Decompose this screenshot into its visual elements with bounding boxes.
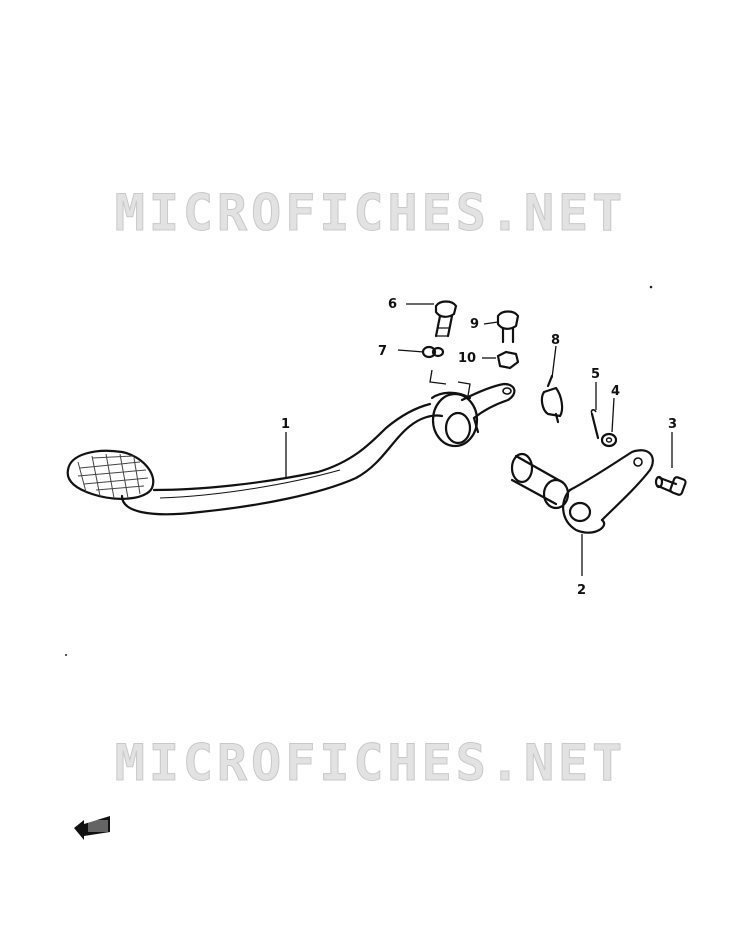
cotter-pin-icon <box>590 409 600 440</box>
callout-3: 3 <box>668 417 677 432</box>
callout-10: 10 <box>458 351 476 366</box>
pedal-bolt-icon <box>434 300 458 338</box>
callout-7: 7 <box>378 344 387 359</box>
brake-pedal-icon <box>66 382 516 516</box>
pedal-washer-icon <box>421 345 445 359</box>
washer-icon <box>600 432 618 448</box>
clip-icon <box>540 374 564 424</box>
callout-8: 8 <box>551 333 560 348</box>
front-arrow-icon <box>74 816 110 840</box>
callout-4: 4 <box>611 384 620 399</box>
watermark-top: MICROFICHES.NET <box>114 184 627 242</box>
callout-9: 9 <box>470 317 479 332</box>
adjust-bolt-icon <box>496 310 520 344</box>
arm-bolt-icon <box>654 475 687 496</box>
leader-lines <box>285 303 673 576</box>
assembly-bracket <box>429 369 471 397</box>
callout-2: 2 <box>577 583 586 598</box>
adjust-nut-icon <box>496 350 520 370</box>
callout-6: 6 <box>388 297 397 312</box>
watermark-bottom: MICROFICHES.NET <box>114 734 627 792</box>
callout-5: 5 <box>591 367 600 382</box>
pedal-shaft-arm-icon <box>510 449 654 534</box>
scan-speck <box>649 285 653 289</box>
callout-1: 1 <box>281 417 290 432</box>
scan-speck <box>65 654 67 656</box>
